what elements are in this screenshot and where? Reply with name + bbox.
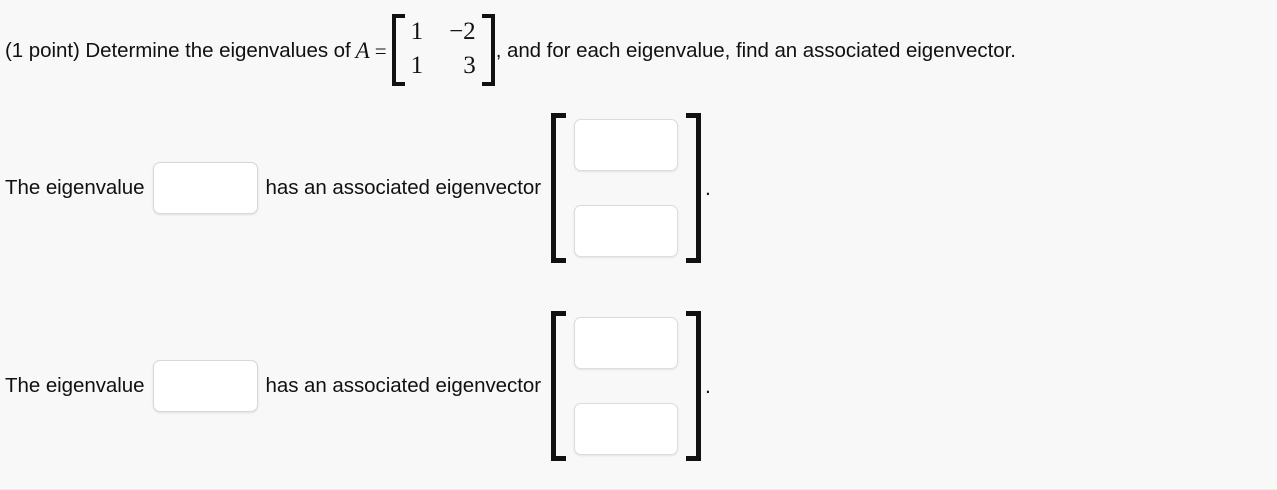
eigenvector-input-2-row-2[interactable] — [573, 403, 678, 455]
matrix-right-bracket-foot — [481, 82, 495, 86]
matrix-cells: 1 −2 1 3 — [405, 14, 482, 86]
eigenvector-matrix-1 — [550, 113, 701, 263]
matrix-cell-r0c0: 1 — [410, 18, 424, 45]
equals-sign: = — [374, 38, 387, 63]
bracket-serif-bottom — [685, 258, 701, 263]
problem-suffix-text: , and for each eigenvalue, find an assoc… — [495, 38, 1016, 62]
bracket-serif-top — [550, 113, 566, 118]
eigenvector-label-2: has an associated eigenvector — [265, 374, 542, 397]
bracket-stem — [695, 311, 701, 461]
eigenvector-input-1-row-1[interactable] — [573, 119, 678, 171]
matrix-right-bracket — [481, 14, 495, 86]
eigenvector-left-bracket-1 — [550, 113, 566, 263]
bracket-serif-bottom — [550, 258, 566, 263]
answer-row-1: The eigenvalue has an associated eigenve… — [5, 113, 711, 263]
eigenvector-cells-1 — [566, 113, 686, 263]
matrix-cell-r0c1: −2 — [449, 18, 476, 45]
eigenvector-left-bracket-2 — [550, 311, 566, 461]
trailing-period-2: . — [704, 374, 711, 398]
eigenvector-cells-2 — [566, 311, 686, 461]
bracket-stem — [550, 113, 556, 263]
eigenvector-label-1: has an associated eigenvector — [265, 176, 542, 199]
bracket-stem — [550, 311, 556, 461]
bracket-serif-top — [685, 311, 701, 316]
answer-row-2: The eigenvalue has an associated eigenve… — [5, 311, 711, 461]
eigenvalue-input-2[interactable] — [152, 360, 258, 412]
bracket-serif-top — [685, 113, 701, 118]
bracket-serif-bottom — [685, 456, 701, 461]
eigenvector-right-bracket-1 — [685, 113, 701, 263]
eigenvalue-label-1: The eigenvalue — [5, 176, 145, 199]
eigenvalue-label-2: The eigenvalue — [5, 374, 145, 397]
trailing-period-1: . — [704, 176, 711, 200]
eigenvalue-input-1[interactable] — [152, 162, 258, 214]
matrix-cell-r1c0: 1 — [410, 52, 424, 79]
matrix-A: 1 −2 1 3 — [391, 14, 495, 86]
eigenvector-input-2-row-1[interactable] — [573, 317, 678, 369]
eigenvector-input-1-row-2[interactable] — [573, 205, 678, 257]
matrix-left-bracket — [391, 14, 405, 86]
matrix-variable-label: A — [355, 38, 370, 63]
eigenvector-right-bracket-2 — [685, 311, 701, 461]
eigenvector-matrix-2 — [550, 311, 701, 461]
bracket-serif-bottom — [550, 456, 566, 461]
problem-prefix-text: (1 point) Determine the eigenvalues of — [5, 38, 351, 62]
bracket-stem — [695, 113, 701, 263]
matrix-cell-r1c1: 3 — [463, 52, 476, 79]
matrix-left-bracket-foot — [391, 82, 405, 86]
bracket-serif-top — [550, 311, 566, 316]
problem-statement: (1 point) Determine the eigenvalues of A… — [5, 8, 1277, 94]
